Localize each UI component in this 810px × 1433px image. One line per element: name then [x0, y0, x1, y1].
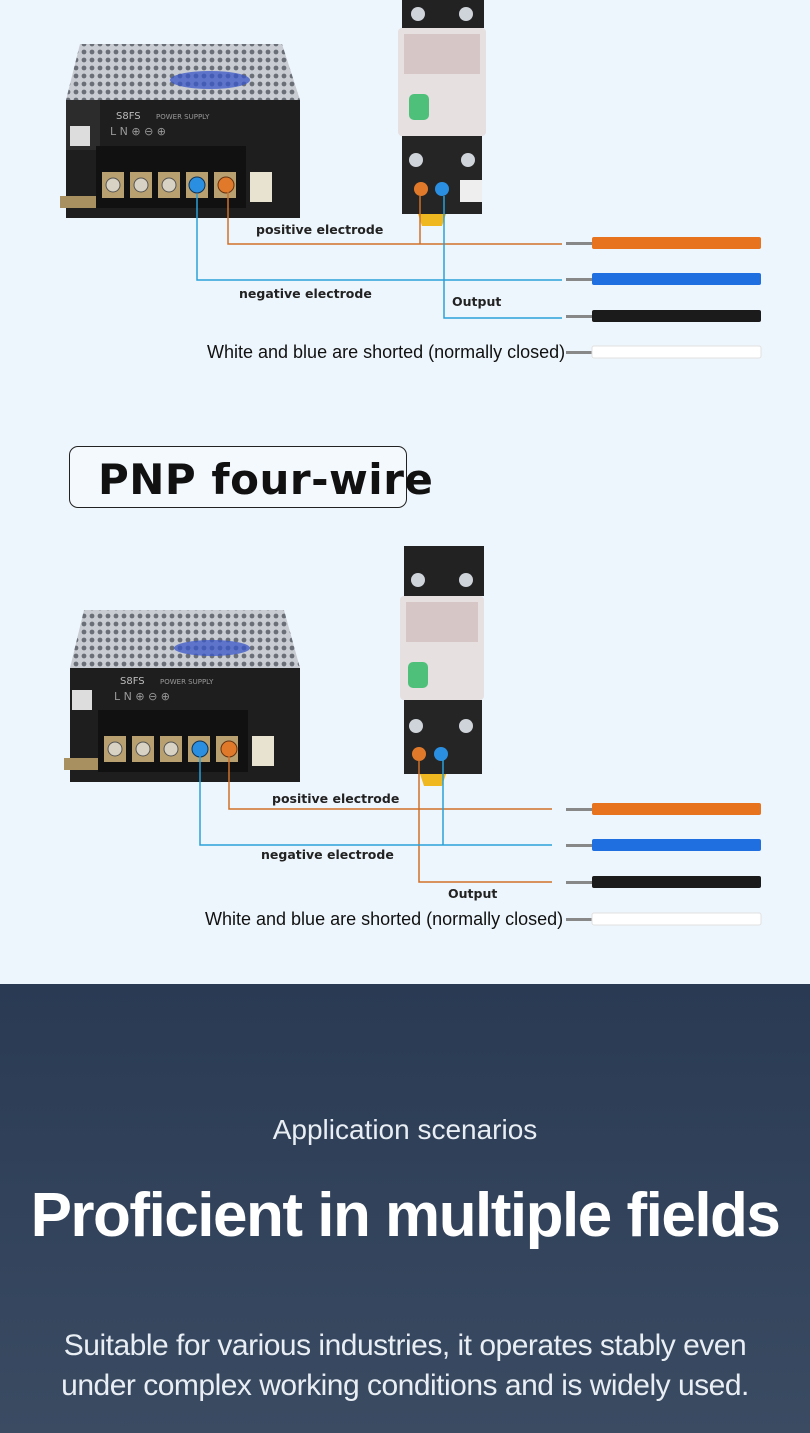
output-label: Output [448, 886, 497, 901]
wire-blue [566, 273, 761, 285]
psu-brand-text: POWER SUPPLY [156, 113, 210, 121]
section-title-box: PNP four-wire [69, 446, 433, 508]
psu-brand-text: POWER SUPPLY [160, 678, 214, 686]
wiring-diagram-1: S8FS POWER SUPPLY L N ⊕ ⊖ ⊕ [60, 0, 762, 362]
psu-terminal-markings: L N ⊕ ⊖ ⊕ [110, 125, 166, 138]
application-kicker: Application scenarios [272, 1114, 538, 1145]
wire-white [566, 345, 762, 359]
wire-white [566, 912, 762, 926]
application-headline: Proficient in multiple fields [30, 1181, 781, 1250]
relay-image [400, 546, 484, 786]
short-circuit-note: White and blue are shorted (normally clo… [205, 909, 563, 929]
section-title: PNP four-wire [98, 455, 434, 504]
psu-model-text: S8FS [120, 676, 145, 687]
positive-electrode-label: positive electrode [272, 791, 399, 806]
psu-model-text: S8FS [116, 111, 141, 122]
output-label: Output [452, 294, 501, 309]
wire-blue [566, 839, 761, 851]
wire-orange [566, 237, 761, 249]
wiring-diagram-2: S8FS POWER SUPPLY L N ⊕ ⊖ ⊕ [64, 546, 762, 929]
wire-orange [566, 803, 761, 815]
wire-black [566, 876, 761, 888]
application-section: Application scenarios Proficient in mult… [0, 984, 810, 1433]
positive-electrode-label: positive electrode [256, 222, 383, 237]
short-circuit-note: White and blue are shorted (normally clo… [207, 342, 565, 362]
wire-black [566, 310, 761, 322]
negative-electrode-label: negative electrode [261, 847, 394, 862]
wiring-diagrams-panel: S8FS POWER SUPPLY L N ⊕ ⊖ ⊕ [0, 0, 810, 984]
power-supply-image: S8FS POWER SUPPLY L N ⊕ ⊖ ⊕ [60, 44, 300, 218]
power-supply-image: S8FS POWER SUPPLY L N ⊕ ⊖ ⊕ [64, 610, 300, 782]
psu-terminal-markings: L N ⊕ ⊖ ⊕ [114, 690, 170, 703]
negative-electrode-label: negative electrode [239, 286, 372, 301]
relay-image [398, 0, 486, 226]
application-description: Suitable for various industries, it oper… [61, 1329, 749, 1402]
